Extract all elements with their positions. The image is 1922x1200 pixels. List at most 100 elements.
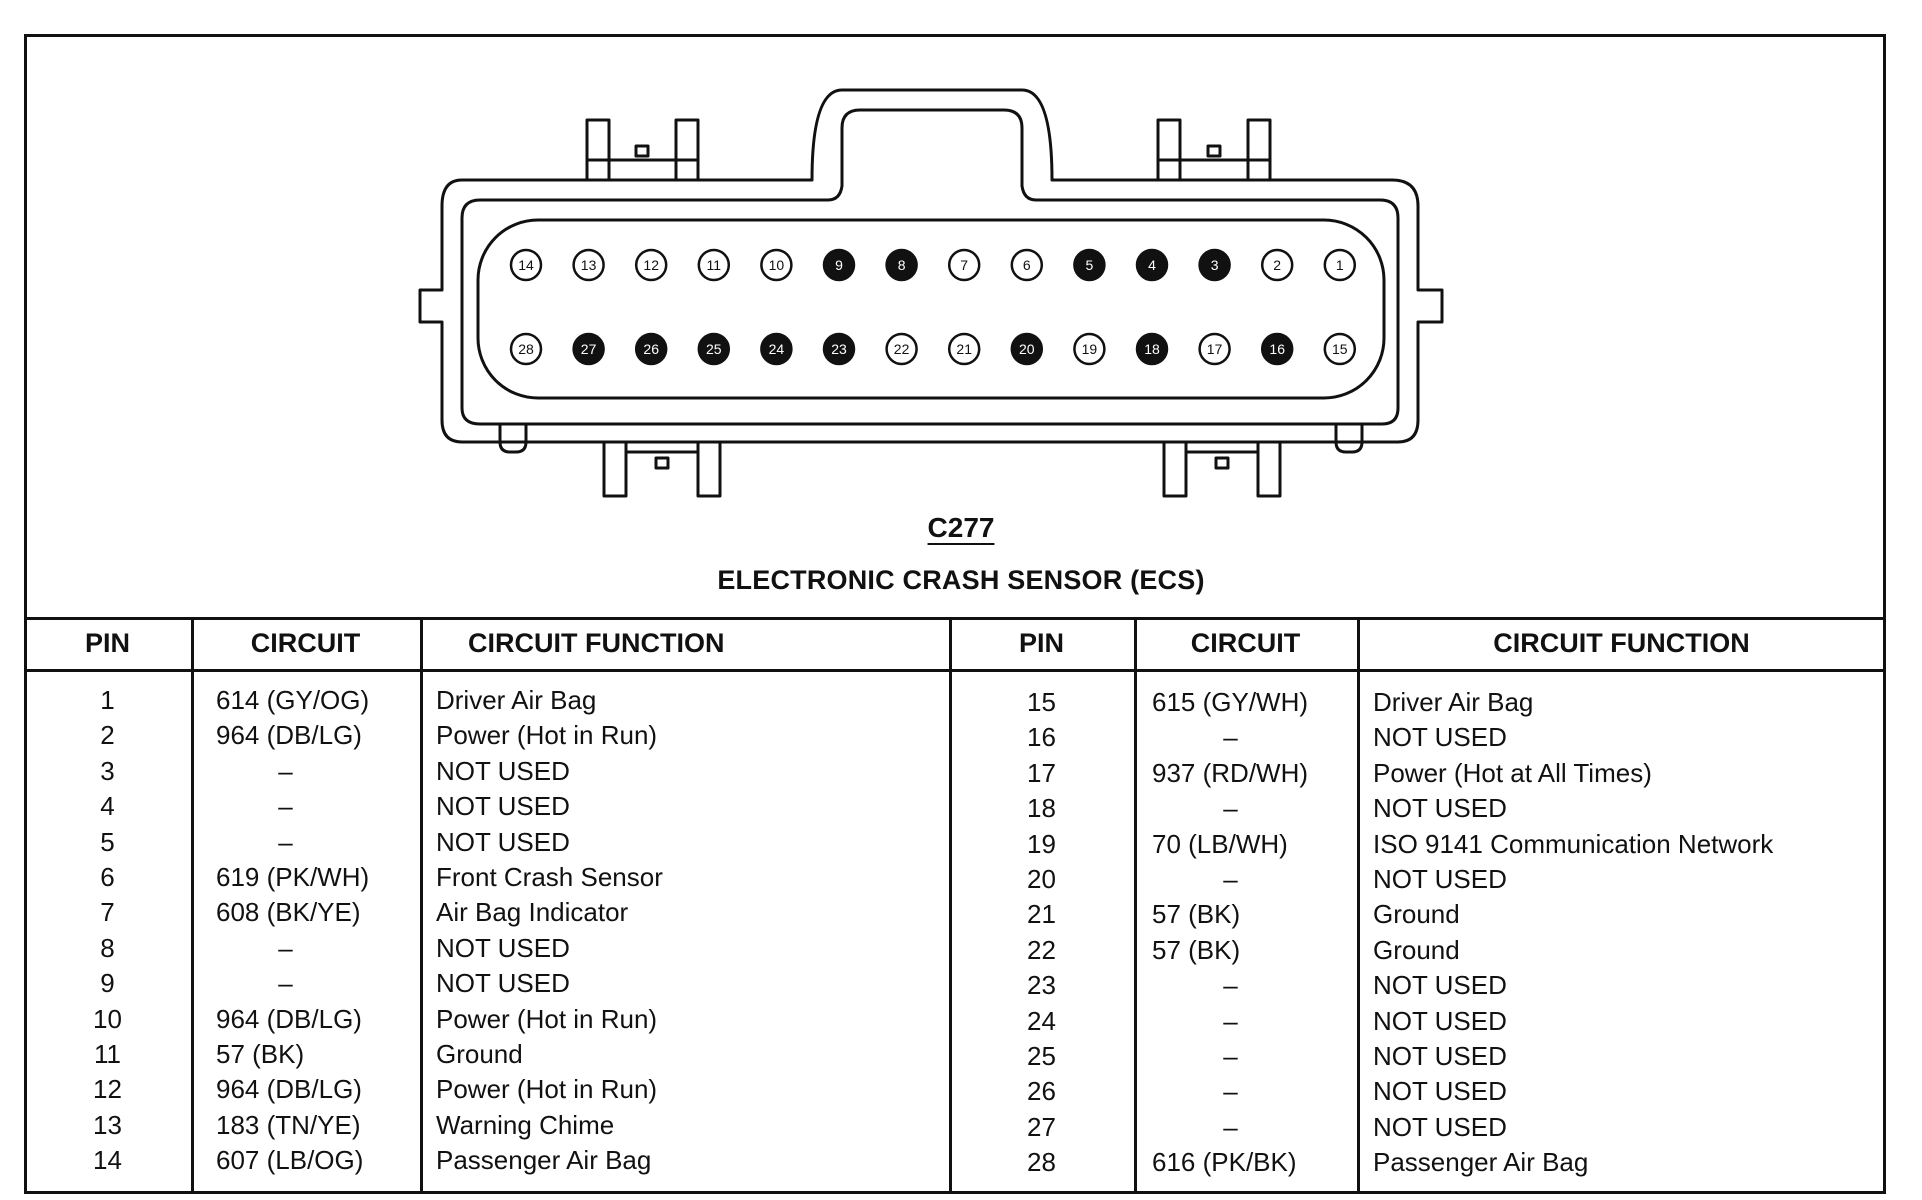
cell-circuit: 57 (BK) (1152, 899, 1241, 930)
pin-label: 2 (1273, 257, 1281, 273)
col-divider (420, 617, 423, 1194)
cell-function: NOT USED (1373, 970, 1507, 1001)
cell-circuit: 614 (GY/OG) (216, 685, 370, 715)
pin-label: 21 (956, 341, 972, 357)
cell-function: NOT USED (1373, 864, 1507, 894)
cell-pin: 4 (100, 791, 115, 822)
cell-pin: 14 (93, 1145, 122, 1176)
cell-circuit: – (278, 791, 293, 822)
cell-pin: 23 (1027, 970, 1056, 1001)
latch-bottom-left-nub (654, 456, 670, 470)
latch-bottom-right-b (1256, 440, 1282, 498)
cell-function: Power (Hot in Run) (436, 1003, 658, 1034)
cell-function: Passenger Air Bag (1373, 1147, 1589, 1178)
header-circuit-left: CIRCUIT (250, 628, 361, 658)
latch-top-left-b (674, 118, 700, 182)
cell-circuit: – (1223, 970, 1238, 1001)
cell-circuit: – (1223, 1005, 1238, 1036)
pin-field-outline (476, 218, 1386, 400)
cell-circuit: 70 (LB/WH) (1152, 828, 1288, 859)
pin-label: 6 (1023, 257, 1031, 273)
pin-label: 5 (1086, 257, 1094, 273)
cell-pin: 1 (100, 685, 115, 715)
pin-5: 5 (1073, 248, 1106, 282)
cell-pin: 10 (93, 1003, 122, 1034)
cell-pin: 6 (100, 862, 115, 892)
cell-function: Ground (1373, 934, 1460, 965)
cell-function: NOT USED (1373, 1076, 1507, 1107)
cell-function: Power (Hot in Run) (436, 1074, 658, 1105)
cell-function: Warning Chime (436, 1109, 615, 1140)
cell-function: NOT USED (436, 826, 570, 857)
header-circuit-right: CIRCUIT (1190, 628, 1301, 658)
cell-circuit: 937 (RD/WH) (1152, 757, 1309, 788)
cell-pin: 16 (1027, 722, 1056, 753)
pin-label: 11 (707, 257, 722, 273)
cell-pin: 27 (1027, 1111, 1056, 1142)
pin-7: 7 (947, 248, 981, 282)
cell-circuit: 964 (DB/LG) (216, 1003, 362, 1034)
pin-27: 27 (572, 332, 605, 366)
pin-15: 15 (1323, 332, 1357, 366)
pin-label: 19 (1082, 341, 1098, 357)
cell-function: NOT USED (1373, 1005, 1507, 1036)
pin-12: 12 (634, 248, 668, 282)
cell-pin: 2 (100, 720, 115, 751)
cell-pin: 22 (1027, 934, 1056, 965)
cell-circuit: 964 (DB/LG) (216, 720, 362, 751)
cell-circuit: – (278, 826, 293, 857)
cell-function: Passenger Air Bag (436, 1145, 652, 1176)
col-divider (949, 617, 952, 1194)
cell-pin: 24 (1027, 1005, 1056, 1036)
pin-20: 20 (1010, 332, 1044, 366)
pin-4: 4 (1135, 248, 1169, 282)
pin-18: 18 (1135, 332, 1169, 366)
pin-label: 27 (581, 341, 597, 357)
pin-label: 26 (643, 341, 659, 357)
cell-pin: 11 (94, 1039, 121, 1069)
pin-25: 25 (697, 332, 731, 366)
cell-pin: 18 (1027, 793, 1056, 824)
latch-top-left-nub (634, 144, 650, 158)
cell-pin: 19 (1027, 828, 1056, 859)
pin-label: 17 (1207, 341, 1223, 357)
header-pin-right: PIN (1018, 628, 1064, 658)
pin-label: 15 (1332, 341, 1348, 357)
cell-function: NOT USED (1373, 1041, 1507, 1071)
cell-circuit: – (1223, 864, 1238, 894)
pin-label: 28 (518, 341, 534, 357)
connector-housing-outline (418, 88, 1444, 444)
pin-label: 10 (769, 257, 785, 273)
cell-pin: 20 (1027, 864, 1056, 894)
cell-pin: 15 (1027, 687, 1056, 717)
cell-function: Ground (1373, 899, 1460, 930)
pin-label: 13 (581, 257, 597, 273)
cell-circuit: 57 (BK) (1152, 934, 1241, 965)
header-function-left: CIRCUIT FUNCTION (468, 628, 725, 658)
latch-top-left-a (585, 118, 611, 182)
pin-23: 23 (822, 332, 856, 366)
latch-bottom-right-nub (1214, 456, 1230, 470)
pin-label: 23 (831, 341, 847, 357)
cell-circuit: – (1223, 1076, 1238, 1107)
pin-label: 3 (1211, 257, 1219, 273)
pin-label: 24 (769, 341, 785, 357)
cell-function: Driver Air Bag (1373, 687, 1534, 717)
cell-pin: 8 (100, 932, 115, 963)
table-header-rule (24, 669, 1886, 672)
pin-6: 6 (1010, 248, 1044, 282)
pin-label: 7 (960, 257, 968, 273)
pin-table: PIN CIRCUIT CIRCUIT FUNCTION PIN CIRCUIT… (24, 617, 1886, 1194)
connector-housing-inner (460, 108, 1400, 426)
pin-13: 13 (572, 248, 605, 282)
cell-circuit: – (1223, 1041, 1238, 1071)
pin-label: 22 (894, 341, 910, 357)
pin-label: 4 (1148, 257, 1156, 273)
cell-circuit: – (1223, 722, 1238, 753)
pin-label: 18 (1144, 341, 1160, 357)
cell-pin: 7 (100, 897, 115, 928)
pin-10: 10 (760, 248, 793, 282)
